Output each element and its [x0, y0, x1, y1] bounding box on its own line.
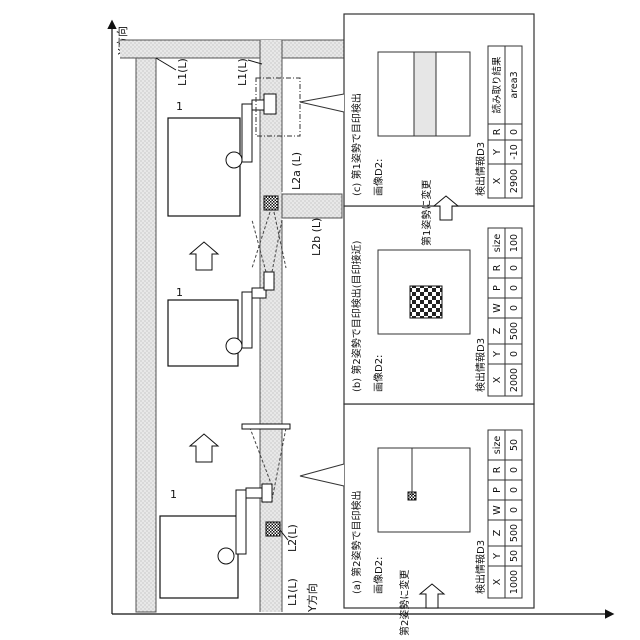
panel-a-pointer: [300, 464, 344, 486]
robot-c-base: [226, 152, 242, 168]
robot-a-wrist: [246, 488, 262, 498]
robot-b-camera: [264, 272, 274, 290]
table-value-cell: 0: [509, 285, 520, 291]
label-l1-top-left: L1(L): [176, 58, 189, 86]
table-value-cell: -10: [509, 144, 520, 160]
l1-top-strip: [120, 40, 345, 58]
table-header-cell: W: [492, 505, 503, 515]
l2b-marker: [264, 196, 278, 210]
robot-a-base: [218, 548, 234, 564]
panel-a-title: (a) 第2姿勢で目印検出: [350, 491, 363, 594]
robot-c-camera: [264, 94, 276, 114]
table-value-cell: 100: [509, 234, 520, 252]
robot-c-arm: [242, 104, 252, 162]
label-l1-bottom-left: L1(L): [286, 578, 299, 606]
robot-a-marker: [266, 522, 280, 536]
robot-a-arm: [236, 490, 246, 554]
label-l1-top-right: L1(L): [236, 58, 249, 86]
robot-a-target-plate: [242, 424, 290, 429]
table-value-cell: area3: [509, 71, 520, 98]
arrow-b-to-c: [190, 242, 218, 270]
robot-b-arm: [242, 292, 252, 348]
l2a-branch: [282, 194, 342, 218]
panel-b: (b) 第2姿勢で目印検出(目印接近) 画像D2: 検出情報D3 X2000Y0…: [344, 206, 534, 404]
table-header-cell: X: [492, 376, 503, 383]
table-header-cell: R: [492, 128, 503, 135]
table-value-cell: 50: [509, 550, 520, 562]
panel-a-info-title: 検出情報D3: [474, 540, 487, 594]
y-axis-label: Y方向: [305, 583, 319, 613]
table-value-cell: 0: [509, 467, 520, 473]
table-value-cell: 500: [509, 322, 520, 340]
panel-b-table: X2000Y0Z500W0P0R0size100: [488, 228, 522, 396]
robot-c-number: 1: [176, 100, 183, 113]
table-header-cell: W: [492, 303, 503, 313]
table-header-cell: Y: [492, 149, 503, 156]
table-value-cell: 500: [509, 524, 520, 542]
table-header-cell: Z: [492, 529, 503, 536]
table-header-cell: Y: [492, 553, 503, 560]
table-value-cell: 1000: [509, 570, 520, 594]
table-header-cell: size: [492, 234, 503, 253]
table-value-cell: 2000: [509, 368, 520, 392]
robot-a-number: 1: [170, 488, 177, 501]
table-value-cell: 50: [509, 439, 520, 451]
table-header-cell: P: [492, 285, 503, 291]
panel-b-image-label: 画像D2:: [373, 355, 385, 392]
panel-c-pointer: [300, 94, 344, 112]
table-value-cell: 0: [509, 265, 520, 271]
table-value-cell: 0: [509, 487, 520, 493]
panel-a-table: X1000Y50Z500W0P0R0size50: [488, 430, 522, 598]
robot-b-body: [168, 300, 238, 366]
l1-left-strip: [136, 40, 156, 612]
table-header-cell: X: [492, 177, 503, 184]
table-header-cell: P: [492, 487, 503, 493]
table-header-cell: size: [492, 436, 503, 455]
panel-b-title: (b) 第2姿勢で目印検出(目印接近): [350, 240, 363, 392]
table-header-cell: Y: [492, 351, 503, 358]
transition-to-second-label: 第2姿勢に変更: [398, 570, 411, 636]
label-l2b: L2b (L): [310, 218, 323, 256]
panel-a-image: [378, 448, 470, 532]
leader-l1-top-left: [156, 58, 176, 70]
panel-b-image-marker: [410, 286, 442, 318]
table-header-cell: Z: [492, 327, 503, 334]
label-l2a: L2a (L): [290, 152, 303, 190]
arrow-a-to-b: [190, 434, 218, 462]
panel-c-title: (c) 第1姿勢で目印検出: [350, 93, 363, 196]
panel-c-table: X 2900 Y -10 R0 読み取り結果 area3: [488, 46, 522, 198]
panel-c-info-title: 検出情報D3: [474, 142, 487, 196]
robot-b-number: 1: [176, 286, 183, 299]
panel-a-image-label: 画像D2:: [373, 557, 385, 594]
table-value-cell: 2900: [509, 169, 520, 193]
robot-a-camera: [262, 484, 272, 502]
panel-b-info-title: 検出情報D3: [474, 338, 487, 392]
table-header-cell: X: [492, 578, 503, 585]
panel-c-image-label: 画像D2:: [373, 159, 385, 196]
table-value-cell: 0: [509, 305, 520, 311]
panel-a: (a) 第2姿勢で目印検出 画像D2: 検出情報D3 X1000Y50Z500W…: [300, 404, 534, 608]
table-header-cell: 読み取り結果: [491, 56, 503, 114]
robot-b-base: [226, 338, 242, 354]
panel-c-image-band: [414, 52, 436, 136]
table-value-cell: 0: [509, 351, 520, 357]
label-l2-bottom: L2(L): [286, 524, 299, 552]
table-value-cell: 0: [509, 129, 520, 135]
transition-to-first-label: 第1姿勢に変更: [420, 180, 433, 246]
table-value-cell: 0: [509, 507, 520, 513]
table-header-cell: R: [492, 466, 503, 473]
table-header-cell: R: [492, 264, 503, 271]
